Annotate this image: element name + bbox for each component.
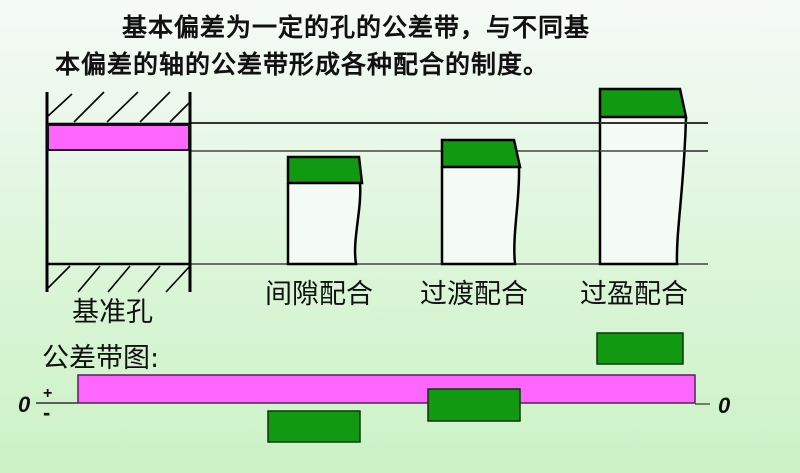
plus-sign: +: [43, 385, 53, 402]
shaft-transition: [440, 138, 522, 266]
datum-hole-label: 基准孔: [72, 297, 153, 328]
shaft-interference: [598, 87, 708, 266]
title-line-2: 本偏差的轴的公差带形成各种配合的制度。: [55, 50, 550, 79]
tolerance-chart-heading: 公差带图:: [42, 343, 160, 374]
hole-zone: [77, 374, 696, 404]
minus-sign: -: [43, 400, 51, 425]
tolerance-zone-chart: [36, 332, 710, 443]
transition-fit-label: 过渡配合: [420, 279, 528, 310]
hole-tolerance-band: [47, 124, 190, 151]
interference-fit-label: 过盈配合: [580, 279, 688, 310]
zero-line-label-right: 0: [718, 393, 731, 418]
interference-shaft-zone: [596, 332, 684, 365]
shaft-clearance: [286, 155, 364, 266]
title-line-1: 基本偏差为一定的孔的公差带，与不同基: [122, 13, 591, 42]
datum-hole: [45, 91, 192, 293]
transition-shaft-zone: [427, 388, 521, 422]
clearance-shaft-zone: [267, 410, 361, 443]
clearance-fit-label: 间隙配合: [265, 279, 373, 310]
zero-line-label-left: 0: [18, 392, 31, 417]
